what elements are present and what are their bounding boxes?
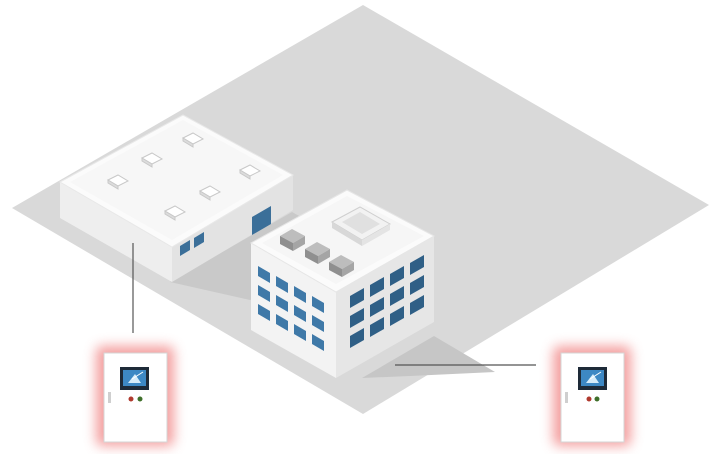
- control-cabinet-left[interactable]: [96, 346, 174, 446]
- indicator-light-green: [595, 397, 600, 402]
- cabinet-handle: [565, 392, 568, 403]
- monitor-icon: [120, 367, 149, 390]
- indicator-light-green: [138, 397, 143, 402]
- indicator-light-red: [129, 397, 134, 402]
- cabinet-body: [561, 353, 624, 442]
- monitor-icon: [578, 367, 607, 390]
- indicator-light-red: [587, 397, 592, 402]
- cabinet-handle: [108, 392, 111, 403]
- cabinet-body: [104, 353, 167, 442]
- control-cabinet-right[interactable]: [553, 346, 631, 446]
